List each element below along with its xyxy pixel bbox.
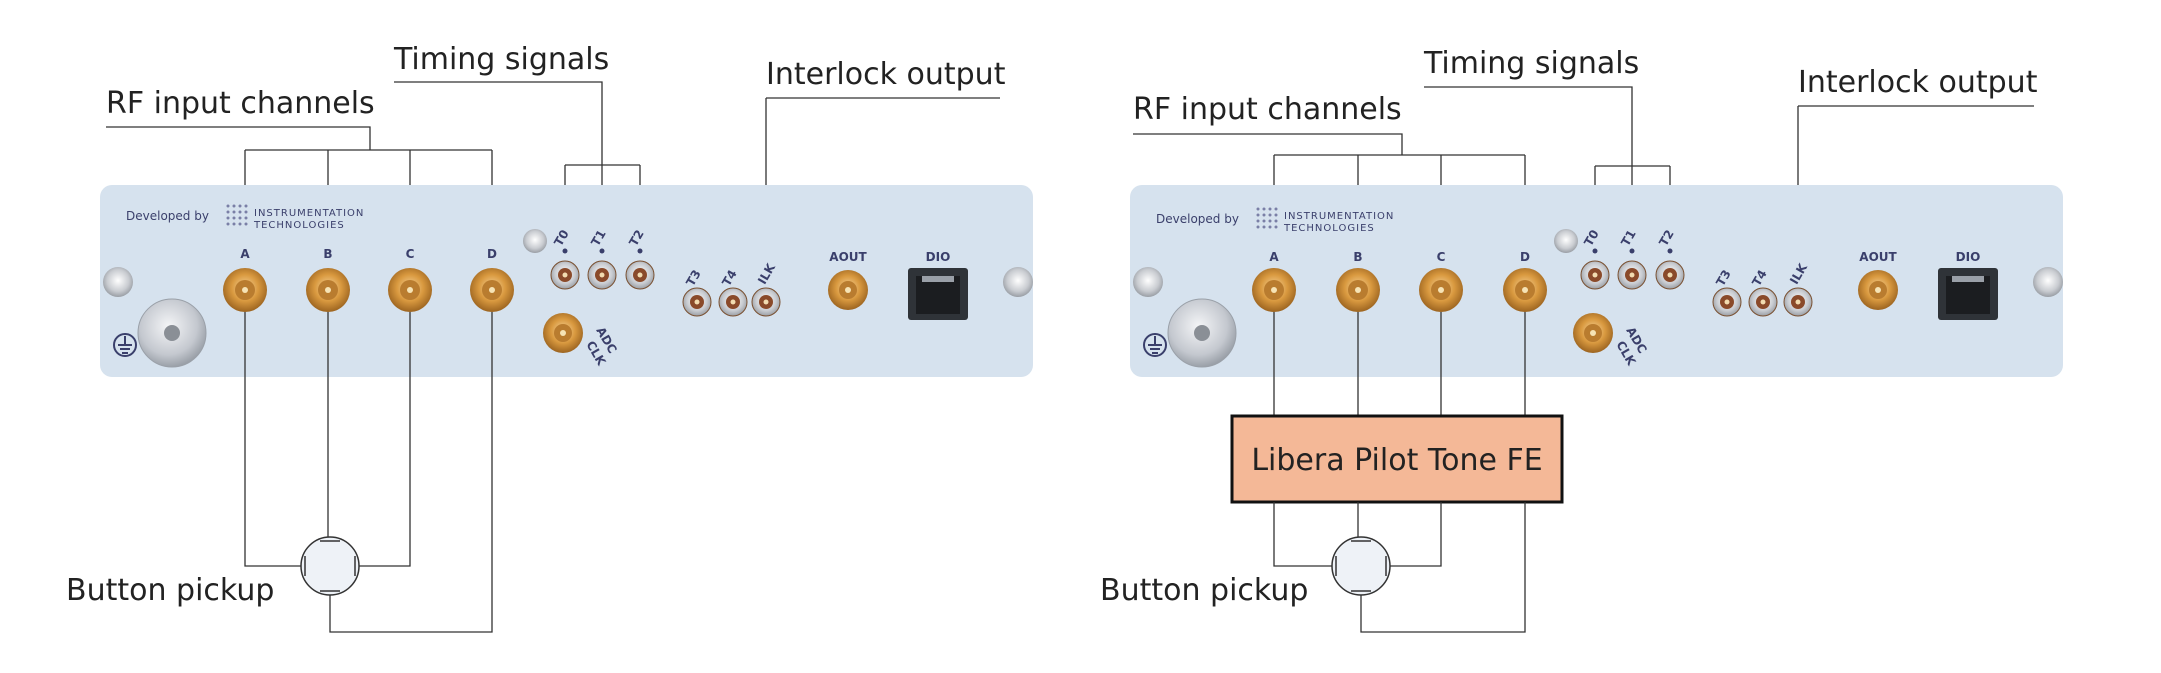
rf-input-callout-2: RF input channels bbox=[1133, 92, 1402, 127]
sma-a-2 bbox=[1252, 268, 1296, 312]
brand-line1-2: INSTRUMENTATION bbox=[1284, 211, 1394, 222]
sma-d bbox=[470, 268, 514, 312]
ground-knob-center bbox=[164, 325, 180, 341]
sma-aout bbox=[828, 270, 868, 310]
timing-leader bbox=[394, 81, 603, 165]
interlock-callout: Interlock output bbox=[766, 57, 1006, 92]
label-b-2: B bbox=[1353, 250, 1362, 264]
brand-logo-2 bbox=[1256, 207, 1278, 229]
sma-b-2 bbox=[1336, 268, 1380, 312]
t0-dot bbox=[562, 248, 568, 254]
button-pickup-callout: Button pickup bbox=[66, 573, 274, 608]
conn-ilk bbox=[751, 287, 781, 317]
right-diagram: RF input channels Timing signals Interlo… bbox=[1100, 46, 2063, 633]
label-aout-2: AOUT bbox=[1859, 250, 1897, 264]
sma-a bbox=[223, 268, 267, 312]
timing-callout-2: Timing signals bbox=[1423, 46, 1639, 81]
rf-input-callout: RF input channels bbox=[106, 86, 375, 121]
conn-t1-2 bbox=[1617, 260, 1647, 290]
developed-by-text-2: Developed by bbox=[1156, 212, 1239, 226]
sma-c-2 bbox=[1419, 268, 1463, 312]
wire-d bbox=[329, 312, 493, 633]
label-aout: AOUT bbox=[829, 250, 867, 264]
timing-screw bbox=[523, 229, 547, 253]
conn-t4 bbox=[718, 287, 748, 317]
conn-t3 bbox=[682, 287, 712, 317]
brand-line2-2: TECHNOLOGIES bbox=[1283, 223, 1375, 234]
button-pickup-left bbox=[300, 536, 360, 596]
conn-t0-2 bbox=[1580, 260, 1610, 290]
ground-knob-center-2 bbox=[1194, 325, 1210, 341]
panel-screw-left bbox=[103, 267, 133, 297]
label-c: C bbox=[406, 247, 415, 261]
brand-logo bbox=[226, 204, 248, 226]
button-pickup-right bbox=[1331, 536, 1391, 596]
conn-t3-2 bbox=[1712, 287, 1742, 317]
button-pickup-callout-2: Button pickup bbox=[1100, 573, 1308, 608]
panel-screw-right bbox=[1003, 267, 1033, 297]
brand-line2: TECHNOLOGIES bbox=[253, 220, 345, 231]
sma-adc-clk bbox=[543, 313, 583, 353]
conn-t2 bbox=[625, 260, 655, 290]
rf-leader bbox=[106, 126, 371, 150]
ground-icon-2 bbox=[1143, 333, 1167, 357]
label-dio: DIO bbox=[926, 250, 951, 264]
pilot-tone-fe-box bbox=[1230, 414, 1564, 504]
label-d: D bbox=[487, 247, 497, 261]
timing-leader-2 bbox=[1424, 86, 1633, 166]
timing-callout: Timing signals bbox=[393, 42, 609, 77]
dio-port-2 bbox=[1938, 268, 1998, 320]
panel-screw-left-2 bbox=[1133, 267, 1163, 297]
brand-line1: INSTRUMENTATION bbox=[254, 208, 364, 219]
interlock-callout-2: Interlock output bbox=[1798, 65, 2038, 100]
conn-t1 bbox=[587, 260, 617, 290]
conn-t2-2 bbox=[1655, 260, 1685, 290]
label-c-2: C bbox=[1437, 250, 1446, 264]
sma-adc-clk-2 bbox=[1573, 313, 1613, 353]
sma-aout-2 bbox=[1858, 270, 1898, 310]
wire-a bbox=[244, 312, 308, 567]
t2-dot-2 bbox=[1667, 248, 1673, 254]
wires-to-fe bbox=[1273, 312, 1526, 416]
sma-d-2 bbox=[1503, 268, 1547, 312]
wire-d-2 bbox=[1360, 502, 1526, 633]
label-b: B bbox=[323, 247, 332, 261]
panel-screw-right-2 bbox=[2033, 267, 2063, 297]
conn-t4-2 bbox=[1748, 287, 1778, 317]
label-a-2: A bbox=[1269, 250, 1279, 264]
sma-c bbox=[388, 268, 432, 312]
wire-c bbox=[353, 312, 411, 567]
dio-port bbox=[908, 268, 968, 320]
t2-dot bbox=[637, 248, 643, 254]
t1-dot-2 bbox=[1629, 248, 1635, 254]
pilot-tone-fe-label: Libera Pilot Tone FE bbox=[1251, 443, 1542, 478]
label-a: A bbox=[240, 247, 250, 261]
label-dio-2: DIO bbox=[1956, 250, 1981, 264]
ground-icon bbox=[113, 333, 137, 357]
sma-b bbox=[306, 268, 350, 312]
timing-screw-2 bbox=[1554, 229, 1578, 253]
wire-c-2 bbox=[1386, 502, 1442, 567]
t1-dot bbox=[599, 248, 605, 254]
rf-leader-2 bbox=[1133, 133, 1403, 155]
label-d-2: D bbox=[1520, 250, 1530, 264]
left-diagram: RF input channels Timing signals Interlo… bbox=[66, 42, 1033, 633]
t0-dot-2 bbox=[1592, 248, 1598, 254]
developed-by-text: Developed by bbox=[126, 209, 209, 223]
wire-a-2 bbox=[1273, 502, 1336, 567]
conn-t0 bbox=[550, 260, 580, 290]
conn-ilk-2 bbox=[1783, 287, 1813, 317]
